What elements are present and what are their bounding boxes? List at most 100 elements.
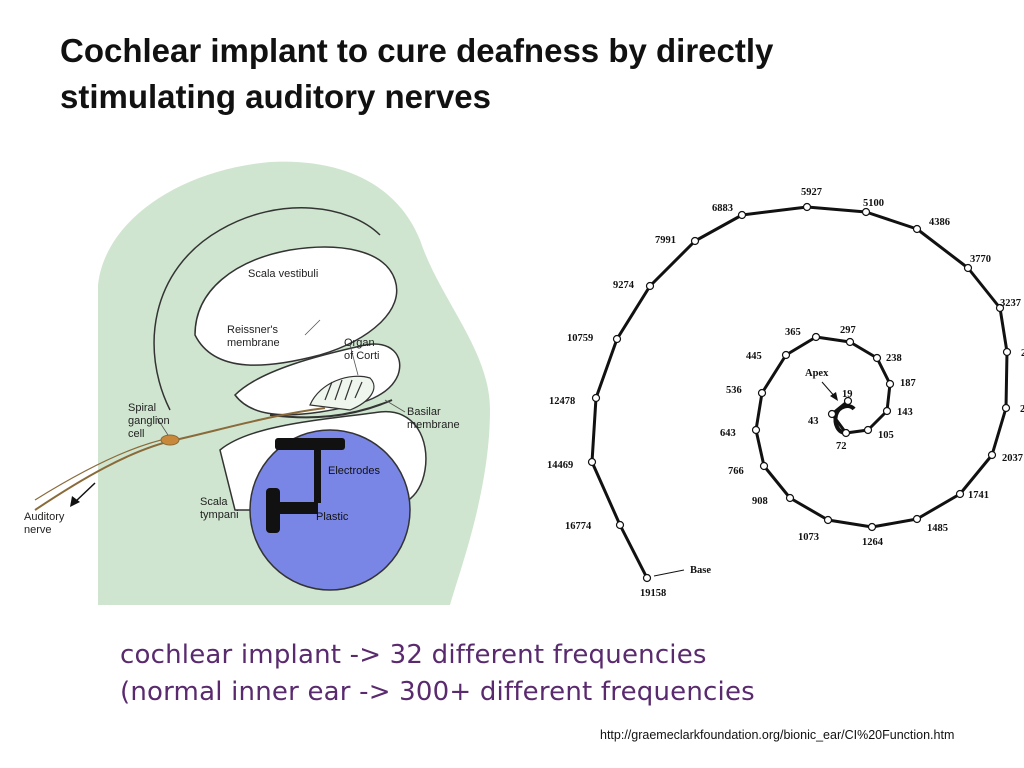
frequency-label: 2037	[1002, 453, 1023, 464]
slide-title: Cochlear implant to cure deafness by dir…	[60, 28, 960, 120]
apex-arrowhead	[830, 392, 838, 401]
spiral-ganglion-cell	[160, 434, 180, 446]
organ-of-corti	[309, 375, 375, 411]
caption-normal-ear-frequencies: (normal inner ear -> 300+ different freq…	[120, 677, 755, 707]
frequency-label: 105	[878, 430, 894, 441]
auditory-nerve-arrow	[70, 482, 96, 507]
frequency-map-spiral: 1915816774144691247810759927479916883592…	[547, 187, 1024, 599]
spiral-marker	[861, 207, 871, 217]
spiral-marker	[955, 489, 965, 499]
title-line-1: Cochlear implant to cure deafness by dir…	[60, 32, 774, 69]
base-pointer	[653, 569, 685, 577]
spiral-marker	[963, 263, 973, 273]
label-scala-tympani-1: Scala	[200, 496, 228, 508]
label-reissners-2: membrane	[227, 337, 280, 349]
spiral-marker	[615, 520, 625, 530]
spiral-marker	[751, 425, 761, 435]
spiral-marker	[737, 210, 747, 220]
label-spiral-3: cell	[128, 428, 145, 440]
spiral-marker	[912, 514, 922, 524]
label-auditory-2: nerve	[24, 524, 52, 536]
spiral-marker	[841, 428, 851, 438]
spiral-path	[590, 205, 1009, 579]
label-organ-2: of Corti	[344, 350, 379, 362]
spiral-marker	[612, 334, 622, 344]
auditory-nerve-fiber-2	[34, 437, 171, 501]
frequency-label: 19158	[640, 588, 666, 599]
spiral-marker	[882, 406, 892, 416]
cochlea-cross-section-diagram: Scala vestibuli Reissner's membrane Orga…	[24, 161, 490, 605]
spiral-marker	[987, 450, 997, 460]
cochlea-outer-wall	[153, 207, 381, 411]
frequency-label: 2	[1020, 404, 1024, 415]
spiral-marker	[1001, 403, 1011, 413]
spiral-marker	[885, 379, 895, 389]
spiral-marker	[872, 353, 882, 363]
frequency-label: 143	[897, 407, 913, 418]
frequency-label: 3770	[970, 254, 991, 265]
frequency-label: 536	[726, 385, 742, 396]
spiral-marker	[645, 281, 655, 291]
spiral-marker	[863, 425, 873, 435]
label-basilar-1: Basilar	[407, 406, 441, 418]
spiral-marker	[845, 337, 855, 347]
spiral-marker	[642, 573, 652, 583]
spiral-marker	[759, 461, 769, 471]
frequency-label: 4386	[929, 217, 950, 228]
frequency-label: 445	[746, 351, 762, 362]
spiral-marker	[827, 409, 837, 419]
spiral-marker	[811, 332, 821, 342]
frequency-label: 1073	[798, 532, 819, 543]
frequency-label: 10759	[567, 333, 593, 344]
apex-label: Apex	[805, 368, 829, 379]
spiral-marker	[995, 303, 1005, 313]
spiral-apex-hook	[833, 404, 856, 435]
spiral-marker	[690, 236, 700, 246]
frequency-label: 3237	[1000, 298, 1021, 309]
frequency-label: 9274	[613, 280, 635, 291]
label-scala-vestibuli: Scala vestibuli	[248, 268, 318, 280]
spiral-marker	[591, 393, 601, 403]
spiral-group: 1915816774144691247810759927479916883592…	[547, 187, 1024, 599]
label-organ-1: Organ	[344, 337, 375, 349]
frequency-label: 16774	[565, 521, 592, 532]
spiral-marker	[785, 493, 795, 503]
frequency-label: 187	[900, 378, 916, 389]
spiral-marker	[587, 457, 597, 467]
frequency-label: 72	[836, 441, 847, 452]
label-reissners-1: Reissner's	[227, 324, 279, 336]
frequency-label: 1264	[862, 537, 884, 548]
base-label: Base	[690, 565, 711, 576]
spiral-marker	[867, 522, 877, 532]
frequency-label: 6883	[712, 203, 733, 214]
label-spiral-1: Spiral	[128, 402, 156, 414]
spiral-marker	[781, 350, 791, 360]
frequency-label: 1485	[927, 523, 948, 534]
label-scala-tympani-2: tympani	[200, 509, 239, 521]
frequency-label: 643	[720, 428, 736, 439]
implant-body	[249, 429, 411, 591]
caption-implant-frequencies: cochlear implant -> 32 different frequen…	[120, 640, 707, 670]
frequency-label: 7991	[655, 235, 676, 246]
scala-vestibuli-chamber	[194, 246, 398, 366]
label-basilar-2: membrane	[407, 419, 460, 431]
frequency-label: 1741	[968, 490, 989, 501]
label-electrodes: Electrodes	[328, 465, 380, 477]
frequency-label: 14469	[547, 460, 573, 471]
frequency-label: 5100	[863, 198, 884, 209]
basilar-membrane	[269, 399, 393, 419]
frequency-label: 19	[842, 389, 853, 400]
frequency-label: 5927	[801, 187, 822, 198]
label-spiral-2: ganglion	[128, 415, 170, 427]
frequency-label: 297	[840, 325, 856, 336]
label-plastic: Plastic	[316, 511, 349, 523]
spiral-marker	[757, 388, 767, 398]
frequency-label: 766	[728, 466, 744, 477]
frequency-label: 238	[886, 353, 902, 364]
label-auditory-1: Auditory	[24, 511, 65, 523]
leader-lines	[156, 319, 406, 436]
spiral-marker	[843, 396, 853, 406]
source-link[interactable]: http://graemeclarkfoundation.org/bionic_…	[600, 728, 955, 742]
spiral-marker	[912, 224, 922, 234]
frequency-label: 908	[752, 496, 768, 507]
